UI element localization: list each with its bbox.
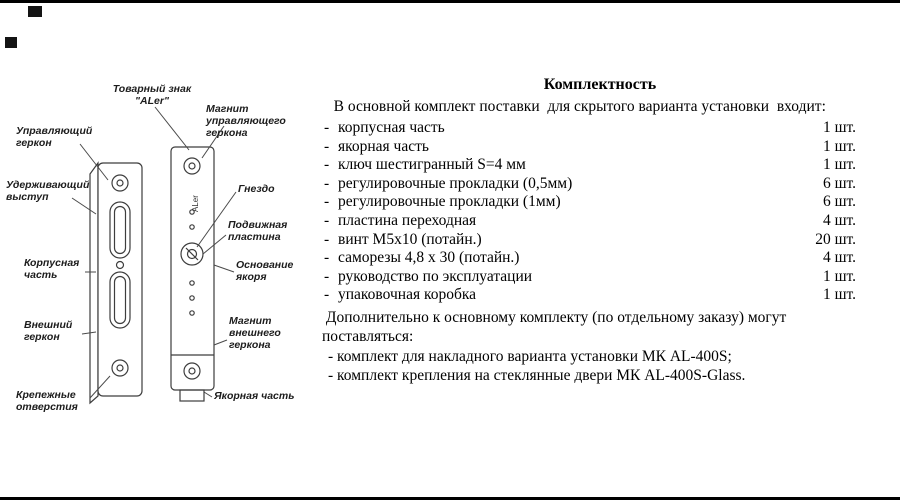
list-item: - упаковочная коробка 1 шт.	[322, 286, 856, 305]
list-item: - саморезы 4,8 х 30 (потайн.) 4 шт.	[322, 249, 856, 268]
label-body-part: Корпусная часть	[24, 257, 80, 281]
item-qty: 1 шт.	[822, 137, 856, 155]
item-qty: 1 шт.	[822, 286, 856, 304]
item-dash: -	[324, 156, 330, 174]
item-qty: 6 шт.	[822, 174, 856, 192]
item-qty: 1 шт.	[822, 156, 856, 174]
kit-items-list: - корпусная часть 1 шт. - якорная часть …	[322, 119, 878, 305]
label-holding-lug: Удерживающий выступ	[6, 179, 90, 203]
item-dash: -	[324, 193, 330, 211]
list-item: - регулировочные прокладки (0,5мм) 6 шт.	[322, 175, 856, 194]
label-anchor-part: Якорная часть	[214, 390, 295, 402]
item-qty: 6 шт.	[822, 193, 856, 211]
label-movable-plate: Подвижная пластина	[228, 219, 288, 243]
label-magnet-control: Магнит управляющего геркона	[206, 103, 286, 139]
label-anchor-base: Основание якоря	[236, 259, 294, 283]
item-label: регулировочные прокладки (0,5мм)	[338, 174, 573, 192]
aler-mark-text: ALer	[191, 195, 200, 212]
additional-kit-item: - комплект для накладного варианта устан…	[328, 347, 732, 365]
additional-kit-intro: Дополнительно к основному комплекту (по …	[322, 308, 791, 346]
item-label: ключ шестигранный S=4 мм	[338, 156, 526, 174]
list-item: - ключ шестигранный S=4 мм 1 шт.	[322, 156, 856, 175]
label-socket: Гнездо	[238, 183, 275, 195]
item-label: корпусная часть	[338, 119, 445, 136]
item-qty: 1 шт.	[822, 267, 856, 285]
list-item: - пластина переходная 4 шт.	[322, 212, 856, 231]
registration-mark	[5, 37, 17, 48]
item-qty: 1 шт.	[822, 119, 856, 136]
item-dash: -	[324, 174, 330, 192]
list-item: - корпусная часть 1 шт.	[322, 119, 856, 138]
lock-diagram: ALer Товарный знак "ALer" Магнит управля…	[0, 0, 330, 500]
leader-lines	[71, 106, 237, 399]
label-control-reed: Управляющий геркон	[16, 125, 93, 149]
kit-intro-text: В основной комплект поставки для скрытог…	[322, 98, 826, 115]
label-trademark: Товарный знак "ALer"	[112, 83, 192, 107]
item-label: руководство по эксплуатации	[338, 267, 533, 285]
item-qty: 20 шт.	[815, 230, 856, 248]
kit-contents-section: Комплектность В основной комплект постав…	[322, 76, 878, 386]
label-magnet-external: Магнит внешнего геркона	[229, 315, 281, 351]
item-label: якорная часть	[338, 137, 429, 155]
item-qty: 4 шт.	[822, 211, 856, 229]
additional-kit-item: - комплект крепления на стеклянные двери…	[328, 367, 746, 385]
page-border-top	[0, 0, 900, 3]
item-label: пластина переходная	[338, 211, 477, 229]
item-dash: -	[324, 286, 330, 304]
item-qty: 4 шт.	[822, 249, 856, 267]
list-item: - винт М5х10 (потайн.) 20 шт.	[322, 231, 856, 250]
item-dash: -	[324, 137, 330, 155]
item-label: регулировочные прокладки (1мм)	[338, 193, 561, 211]
item-dash: -	[324, 211, 330, 229]
list-item: - руководство по эксплуатации 1 шт.	[322, 268, 856, 287]
section-title: Комплектность	[543, 76, 657, 93]
item-label: винт М5х10 (потайн.)	[338, 230, 482, 248]
list-item: - якорная часть 1 шт.	[322, 138, 856, 157]
lock-diagram-drawing: ALer	[71, 106, 237, 405]
page-border-bottom	[0, 497, 900, 500]
list-item: - регулировочные прокладки (1мм) 6 шт.	[322, 193, 856, 212]
label-external-reed: Внешний геркон	[24, 319, 73, 343]
item-dash: -	[324, 267, 330, 285]
item-dash: -	[324, 119, 330, 136]
registration-mark	[28, 6, 42, 17]
item-dash: -	[324, 249, 330, 267]
item-label: упаковочная коробка	[338, 286, 477, 304]
item-dash: -	[324, 230, 330, 248]
item-label: саморезы 4,8 х 30 (потайн.)	[338, 249, 520, 267]
label-mounting-holes: Крепежные отверстия	[16, 389, 78, 413]
